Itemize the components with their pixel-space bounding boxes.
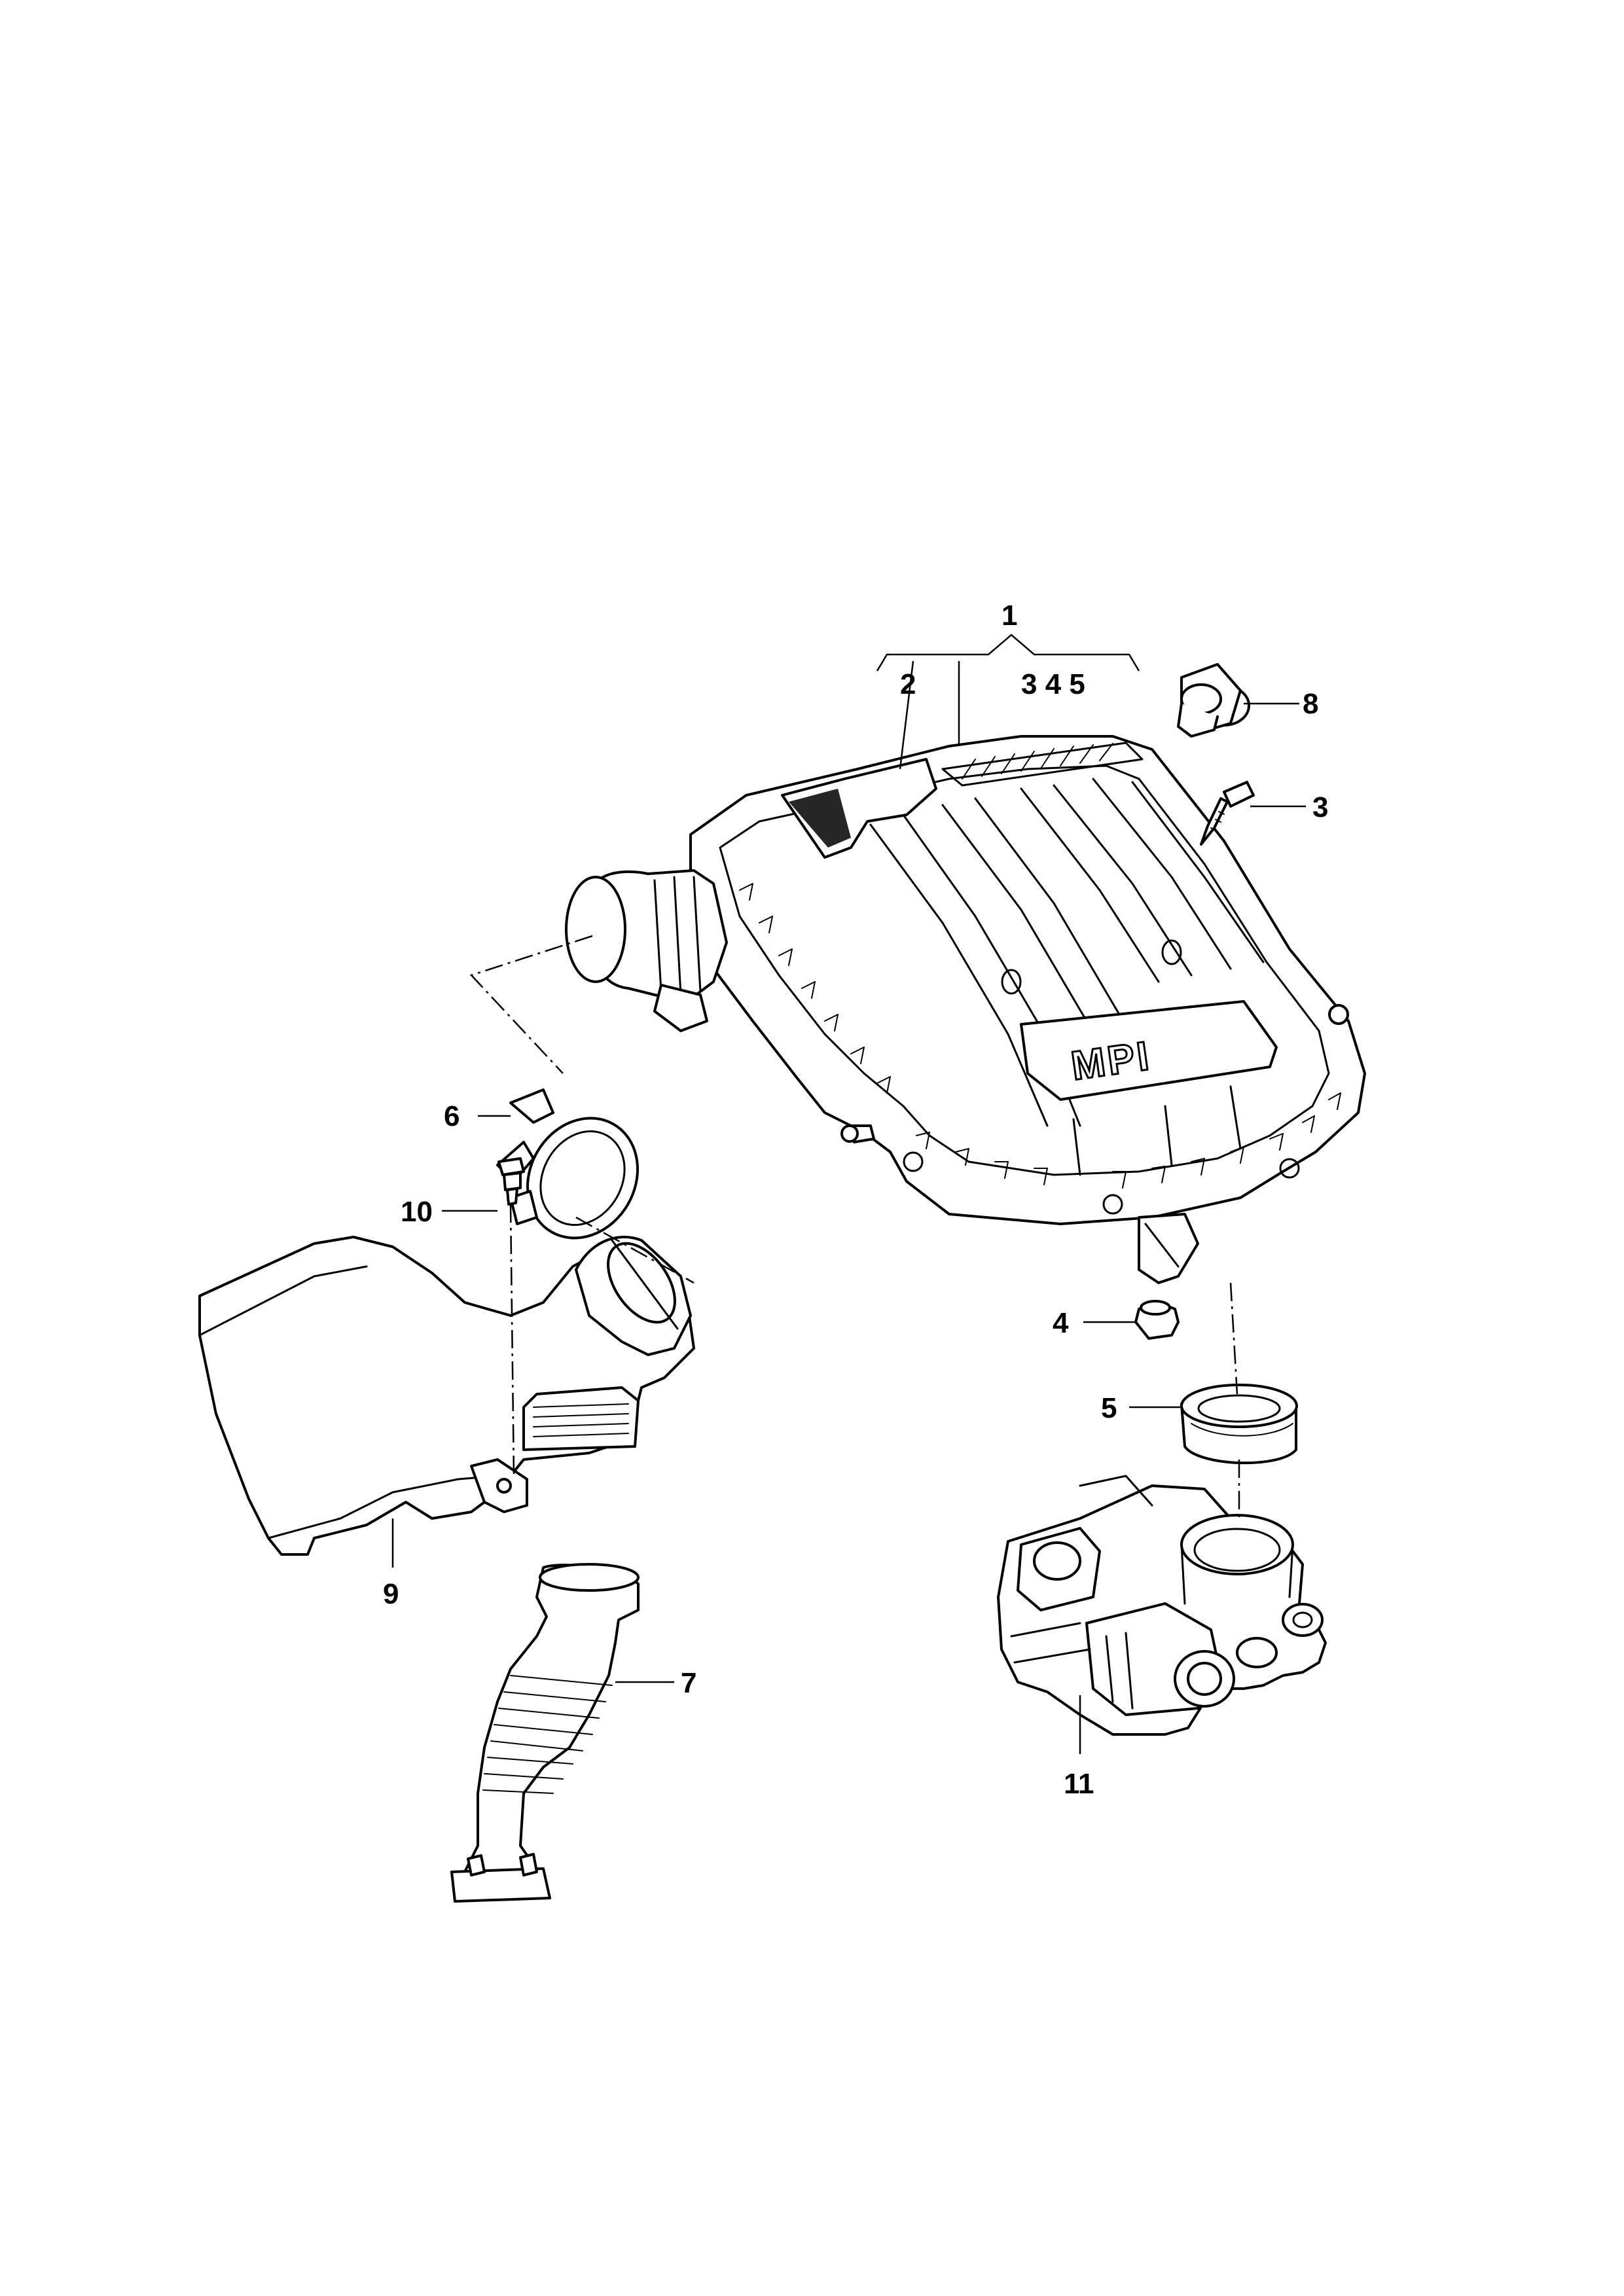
seal-ring-part-5 (1180, 1384, 1298, 1465)
callout-leaders (391, 702, 1306, 1754)
callout-5: 5 (1101, 1392, 1117, 1424)
callout-4: 4 (1053, 1307, 1069, 1339)
callout-7: 7 (681, 1667, 696, 1699)
grommet-part-4 (1134, 1300, 1180, 1340)
part-1-bracket (876, 634, 1140, 770)
air-filter-housing: MPI (565, 735, 1366, 1284)
throttle-body-part-11 (997, 1475, 1327, 1736)
callout-8: 8 (1303, 688, 1318, 720)
intake-duct-part-9 (198, 1236, 695, 1556)
plug-part-8 (1177, 663, 1250, 738)
callout-1-subparts: 3 4 5 (1021, 668, 1085, 700)
callout-6: 6 (444, 1100, 460, 1132)
callout-labels: 1 2 3 4 5 8 3 6 10 4 5 9 7 11 (383, 600, 1328, 1800)
callout-10: 10 (401, 1196, 433, 1228)
hose-clamp-part-6 (496, 1088, 640, 1240)
bolt-part-10 (497, 1157, 525, 1206)
callout-1: 1 (1001, 600, 1017, 632)
callout-9: 9 (383, 1578, 399, 1610)
callout-11: 11 (1064, 1768, 1094, 1800)
corrugated-hose-part-7 (450, 1563, 640, 1903)
callout-2: 2 (900, 668, 916, 700)
screw-part-3 (1200, 781, 1255, 846)
callout-3: 3 (1312, 791, 1328, 823)
assembly-center-lines (469, 935, 1240, 1518)
housing-marking: MPI (1068, 1033, 1154, 1089)
